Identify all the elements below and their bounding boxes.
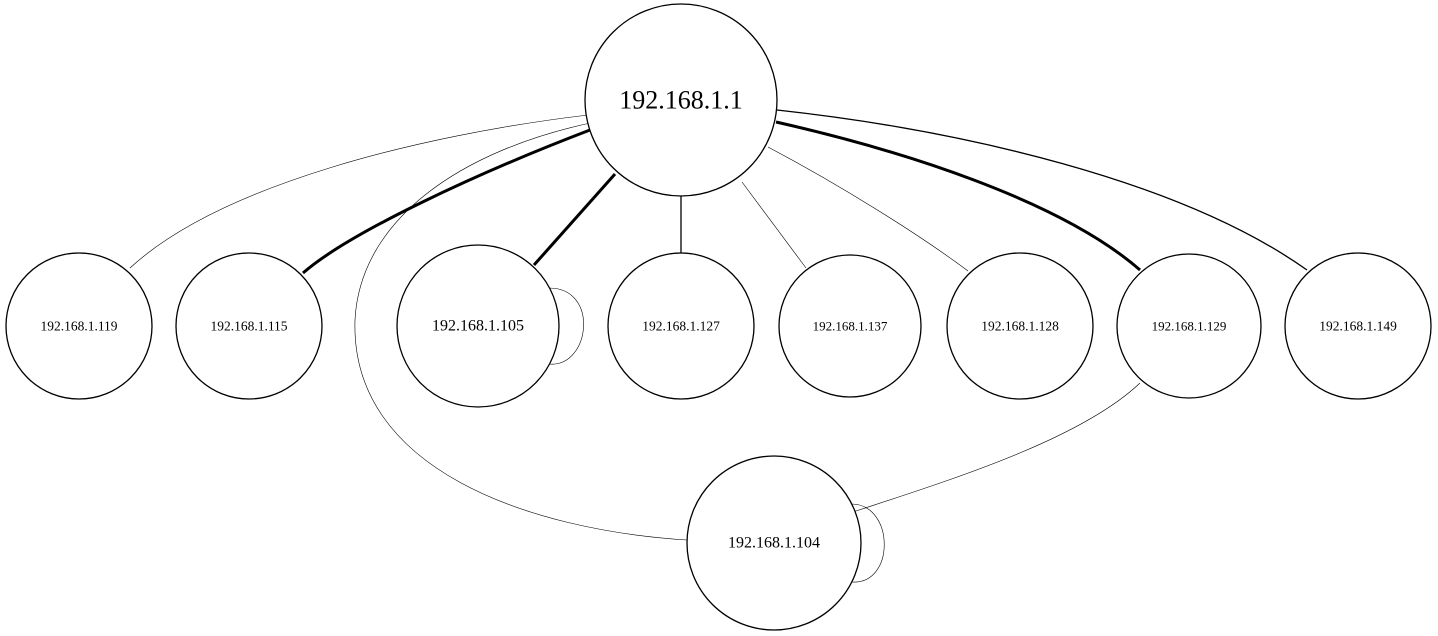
node-circle xyxy=(607,252,755,400)
edge-n1-n128 xyxy=(767,146,969,272)
node-192-168-1-1[interactable]: 192.168.1.1 xyxy=(584,3,778,197)
edge-n1-n137 xyxy=(741,181,807,269)
node-label: 192.168.1.137 xyxy=(813,319,888,334)
edge-n1-n115 xyxy=(302,128,591,275)
node-label: 192.168.1.1 xyxy=(619,86,743,115)
edge-n1-n129 xyxy=(775,120,1141,272)
edge-n1-n104 xyxy=(354,121,688,541)
node-192-168-1-104[interactable]: 192.168.1.104 xyxy=(686,455,862,631)
node-circle xyxy=(175,252,323,400)
edge-n1-n105 xyxy=(532,173,617,266)
node-circle xyxy=(584,3,778,197)
node-circle xyxy=(1284,252,1432,400)
edge-n1-n119 xyxy=(129,114,589,269)
node-192-168-1-129[interactable]: 192.168.1.129 xyxy=(1116,253,1262,399)
node-192-168-1-137[interactable]: 192.168.1.137 xyxy=(778,254,922,398)
node-label: 192.168.1.105 xyxy=(432,318,524,335)
node-label: 192.168.1.149 xyxy=(1319,319,1397,334)
node-192-168-1-105[interactable]: 192.168.1.105 xyxy=(396,244,560,408)
node-circle xyxy=(5,252,153,400)
node-circle xyxy=(396,244,560,408)
edge-n129-n104 xyxy=(852,382,1141,513)
node-circle xyxy=(1116,253,1262,399)
node-label: 192.168.1.127 xyxy=(642,319,720,334)
node-label: 192.168.1.115 xyxy=(210,319,287,334)
node-192-168-1-115[interactable]: 192.168.1.115 xyxy=(175,252,323,400)
node-192-168-1-128[interactable]: 192.168.1.128 xyxy=(946,252,1094,400)
node-label: 192.168.1.119 xyxy=(40,319,117,334)
node-circle xyxy=(686,455,862,631)
node-192-168-1-119[interactable]: 192.168.1.119 xyxy=(5,252,153,400)
node-label: 192.168.1.128 xyxy=(981,319,1059,334)
node-label: 192.168.1.129 xyxy=(1152,319,1227,334)
edge-n1-n149 xyxy=(776,109,1308,271)
node-192-168-1-149[interactable]: 192.168.1.149 xyxy=(1284,252,1432,400)
node-circle xyxy=(946,252,1094,400)
node-layer: 192.168.1.1 192.168.1.119 192.168.1.115 … xyxy=(5,3,1432,631)
node-192-168-1-127[interactable]: 192.168.1.127 xyxy=(607,252,755,400)
node-circle xyxy=(778,254,922,398)
node-label: 192.168.1.104 xyxy=(728,535,820,552)
